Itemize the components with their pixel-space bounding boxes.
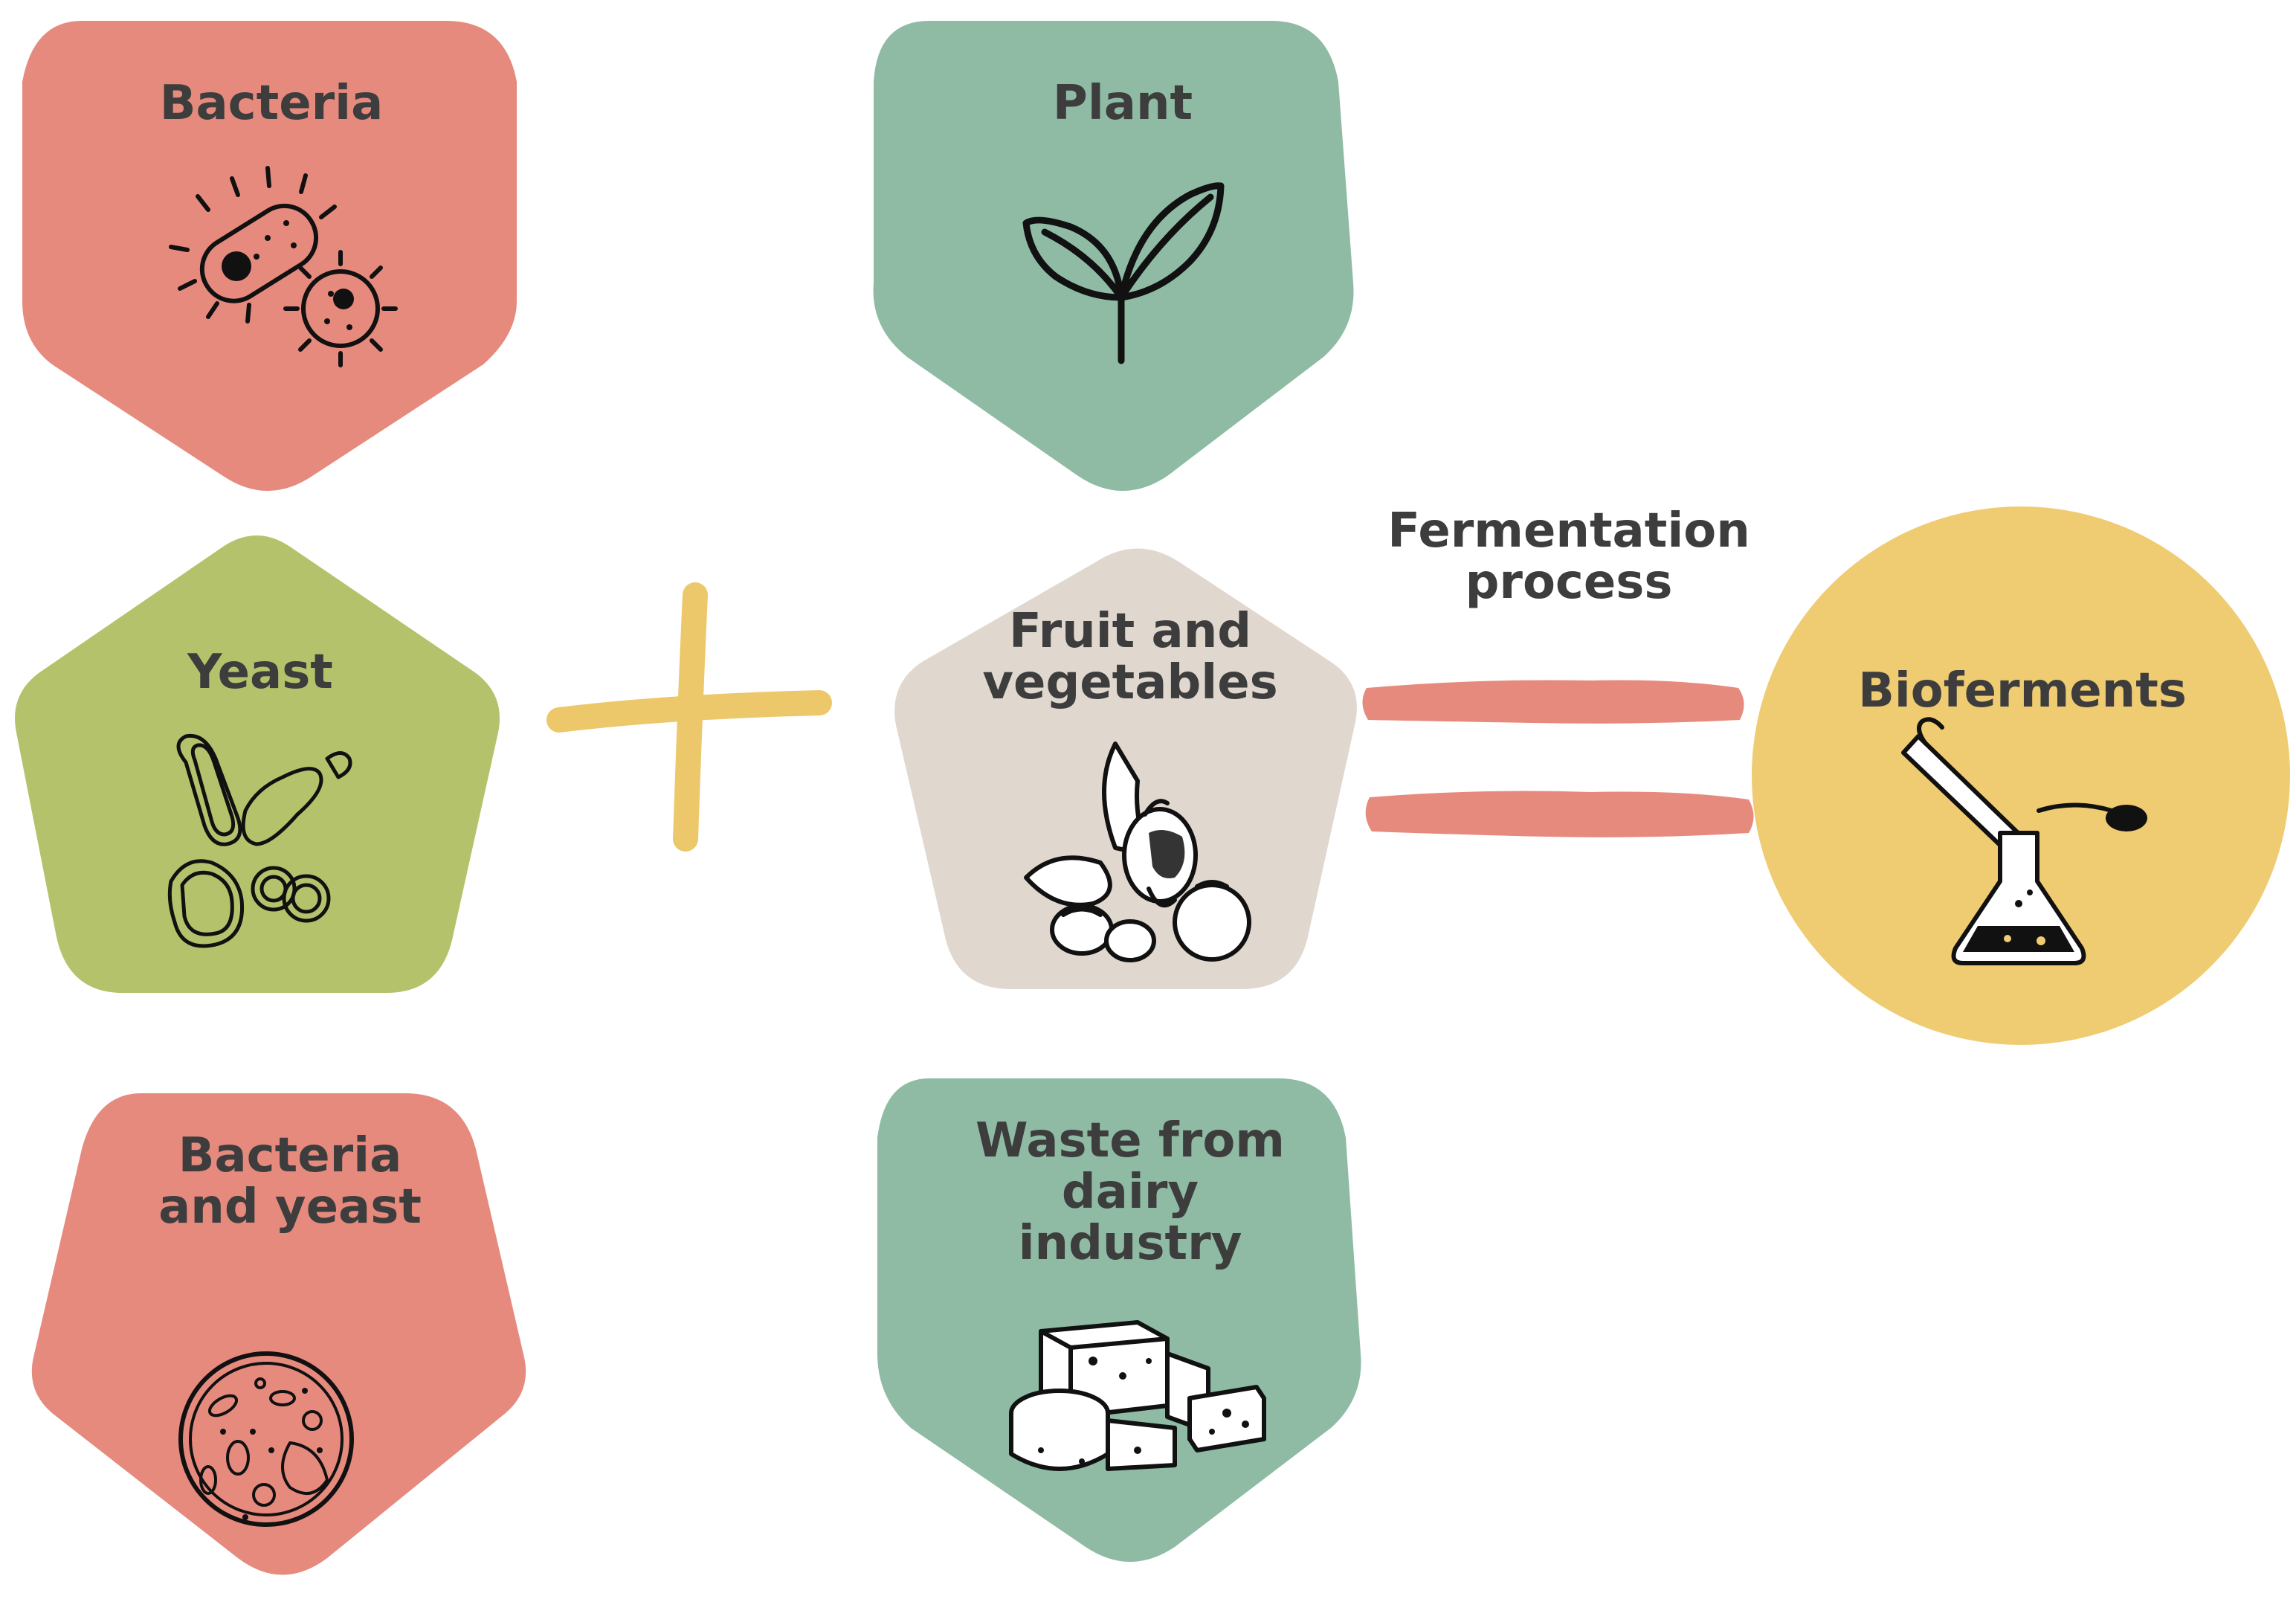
bacteria-label: Bacteria [159,76,384,131]
fermentation-process-label: Fermentation process [1387,503,1750,611]
yeast-icon [167,733,352,948]
plus-sign [546,582,832,852]
yeast-pentagon [15,535,500,993]
bacteria-icon [169,166,398,367]
equals-sign [1362,680,1754,837]
plant-label: Plant [1052,76,1193,131]
cheese-icon [1009,1320,1266,1471]
petri-dish-icon [178,1351,354,1527]
bioferments-circle [1752,506,2290,1045]
bacteria-yeast-label: Bacteria and yeast [158,1128,422,1235]
plant-pentagon [873,21,1354,491]
dairy-waste-label: Waste from dairy industry [976,1113,1285,1272]
yeast-label: Yeast [187,645,333,700]
fruit-vegetables-label: Fruit and vegetables [982,604,1278,711]
bioferments-label: Bioferments [1858,663,2187,718]
vegetables-icon [1024,741,1251,962]
bacteria-pentagon [22,21,517,491]
sprout-icon [1022,182,1225,364]
lab-flask-dropper-icon [1901,717,2147,965]
bacteria-yeast-pentagon [31,1093,526,1575]
